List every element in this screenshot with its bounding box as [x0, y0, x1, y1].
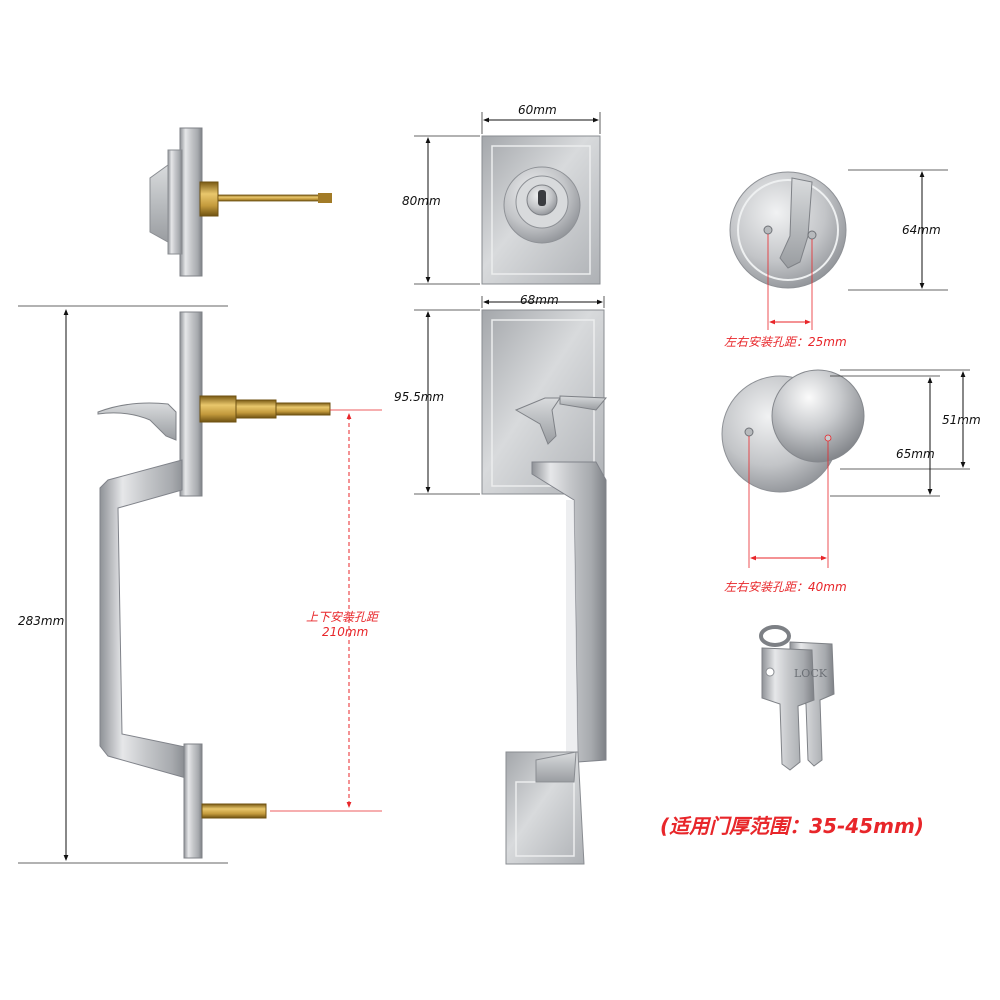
deadbolt-front-view: [481, 135, 601, 285]
deadbolt-height-dimension: 80mm: [402, 135, 480, 285]
knob-view: [721, 369, 865, 493]
mount-hole-vertical-label-1: 上下安装孔距: [306, 610, 380, 624]
total-height-label: 283mm: [18, 614, 64, 628]
knob-holes-label: 左右安装孔距：40mm: [724, 580, 847, 594]
mount-hole-vertical-dimension: 上下安装孔距 210mm: [270, 409, 382, 812]
handle-plate-width-dimension: 68mm: [481, 293, 605, 308]
handleset-front-view: [481, 309, 608, 865]
thumbturn-rose-label: 64mm: [902, 223, 941, 237]
handleset-side-view: [97, 311, 331, 859]
handle-plate-height-label: 95.5mm: [394, 390, 444, 404]
knob-diameter-dimension: 51mm: [840, 369, 981, 470]
knob-rose-dimension: 65mm: [830, 375, 940, 497]
deadbolt-height-label: 80mm: [402, 194, 441, 208]
knob-holes-dimension: 左右安装孔距：40mm: [724, 436, 847, 594]
knob-rose-label: 65mm: [896, 447, 935, 461]
deadbolt-width-label: 60mm: [518, 103, 557, 117]
deadbolt-side-view: [149, 127, 332, 277]
deadbolt-width-dimension: 60mm: [481, 103, 601, 134]
thumbturn-holes-label: 左右安装孔距：25mm: [724, 335, 847, 349]
thumbturn-holes-dimension: 左右安装孔距：25mm: [724, 234, 847, 349]
door-thickness-note: (适用门厚范围：35-45mm): [660, 814, 924, 838]
keys-illustration: LOCK: [759, 625, 835, 771]
mount-hole-vertical-label-2: 210mm: [322, 625, 368, 639]
total-height-dimension: 283mm: [18, 305, 228, 864]
thumbturn-rose-dimension: 64mm: [848, 169, 948, 291]
handle-plate-height-dimension: 95.5mm: [394, 309, 480, 495]
thumbturn-view: [729, 171, 847, 289]
key-brand-text: LOCK: [794, 667, 828, 680]
handle-plate-width-label: 68mm: [520, 293, 559, 307]
knob-diameter-label: 51mm: [942, 413, 981, 427]
